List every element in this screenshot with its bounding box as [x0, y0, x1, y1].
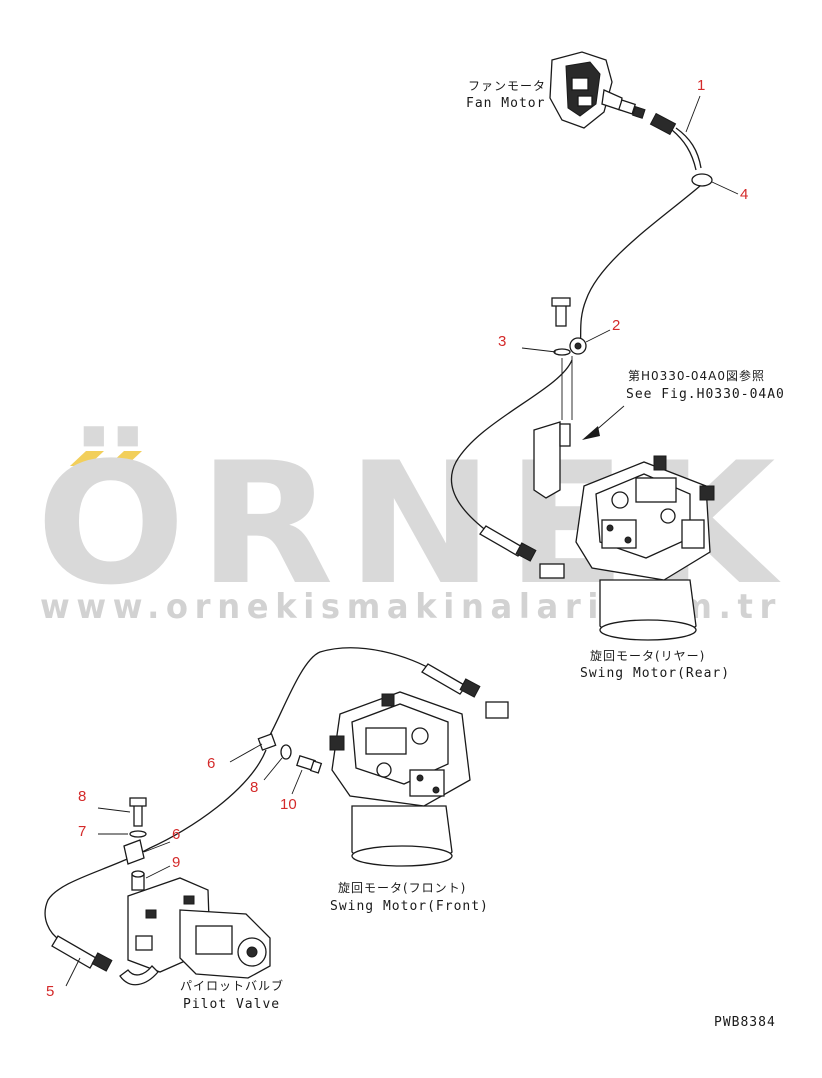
bracket-rear: [533, 421, 571, 499]
pilot-valve-label-jp: パイロットバルブ: [180, 978, 284, 993]
callout-3: 3: [498, 333, 506, 350]
pilot-valve-label-en: Pilot Valve: [183, 997, 280, 1012]
reference-note-en: See Fig.H0330-04A0: [626, 387, 785, 402]
callout-8-upper: 8: [250, 779, 258, 796]
callout-6-upper: 6: [207, 755, 215, 772]
fan-motor-label-jp: ファンモータ: [468, 79, 546, 93]
callout-2: 2: [612, 317, 620, 334]
hose-5-fitting: [51, 935, 159, 986]
callouts: 1 4 2 3 6 8 10 8 7 6 9 5: [46, 77, 748, 1000]
callout-1: 1: [697, 77, 705, 94]
callout-6-lower: 6: [172, 826, 180, 843]
hose-fitting-front: [421, 663, 509, 719]
swing-motor-front-label-jp: 旋回モータ(フロント): [338, 881, 466, 895]
swing-motor-rear-label-en: Swing Motor(Rear): [580, 666, 730, 681]
swing-motor-front: [329, 691, 471, 867]
reference-leader: [593, 405, 625, 433]
swing-motor-front-label-en: Swing Motor(Front): [330, 899, 489, 914]
callout-4: 4: [740, 186, 748, 203]
hose-front-upper: [265, 647, 437, 743]
callout-8-lower: 7: [78, 823, 86, 840]
drawing-code: PWB8384: [714, 1015, 776, 1030]
clamp-assembly-front-upper: [257, 733, 323, 774]
reference-note-jp: 第H0330-04A0図参照: [628, 368, 765, 383]
callout-10: 10: [280, 796, 297, 813]
pilot-valve: [127, 877, 271, 979]
hose-1: [579, 112, 713, 347]
hose-to-rear-motor: [450, 359, 573, 533]
swing-motor-rear-label-jp: 旋回モータ(リヤー): [590, 649, 705, 663]
hose-fitting-rear: [479, 525, 565, 579]
fan-motor: [549, 51, 646, 129]
watermark-accent-left-icon: [70, 451, 104, 466]
swing-motor-rear: [575, 455, 715, 641]
fan-motor-label-en: Fan Motor: [466, 96, 545, 111]
callout-9: 9: [172, 854, 180, 871]
clamp-assembly-pilot: [123, 797, 147, 891]
callout-5: 5: [46, 983, 54, 1000]
callout-7: 8: [78, 788, 86, 805]
hose-front-lower: [44, 749, 267, 941]
watermark-accent-right-icon: [108, 451, 142, 466]
clamp-assembly-rear: [551, 297, 587, 420]
reference-arrow-icon: [582, 426, 600, 440]
